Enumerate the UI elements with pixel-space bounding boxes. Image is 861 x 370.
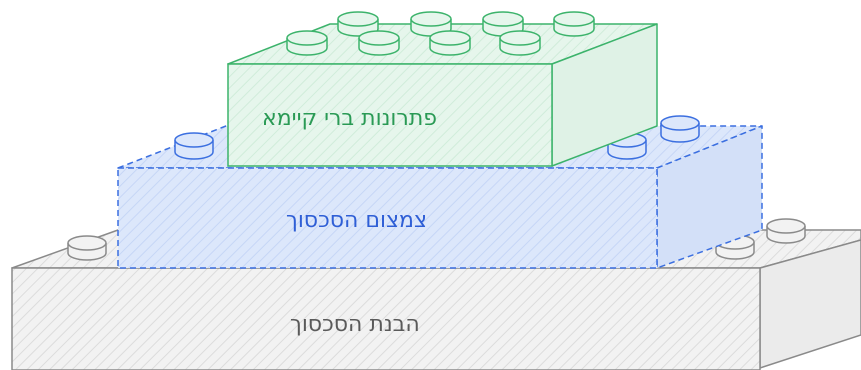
- brick-top-stud: [358, 30, 400, 56]
- brick-top-stud: [553, 11, 595, 37]
- brick-top-stud: [337, 11, 379, 37]
- brick-top-front-face: [227, 63, 553, 167]
- brick-bottom-front-face: [11, 267, 761, 370]
- brick-middle-label: צמצום הסכסוך: [286, 208, 428, 233]
- brick-middle-front-face: [117, 167, 658, 269]
- brick-middle-stud: [660, 115, 700, 143]
- brick-bottom-stud: [67, 235, 107, 261]
- brick-top-label: פתרונות ברי קיימא: [262, 106, 438, 131]
- brick-bottom-stud: [766, 218, 806, 244]
- brick-top-stud: [499, 30, 541, 56]
- brick-middle-stud: [174, 132, 214, 160]
- brick-top: [227, 11, 658, 167]
- brick-top-stud: [429, 30, 471, 56]
- brick-bottom-label: הבנת הסכסוך: [290, 312, 420, 337]
- brick-top-stud: [286, 30, 328, 56]
